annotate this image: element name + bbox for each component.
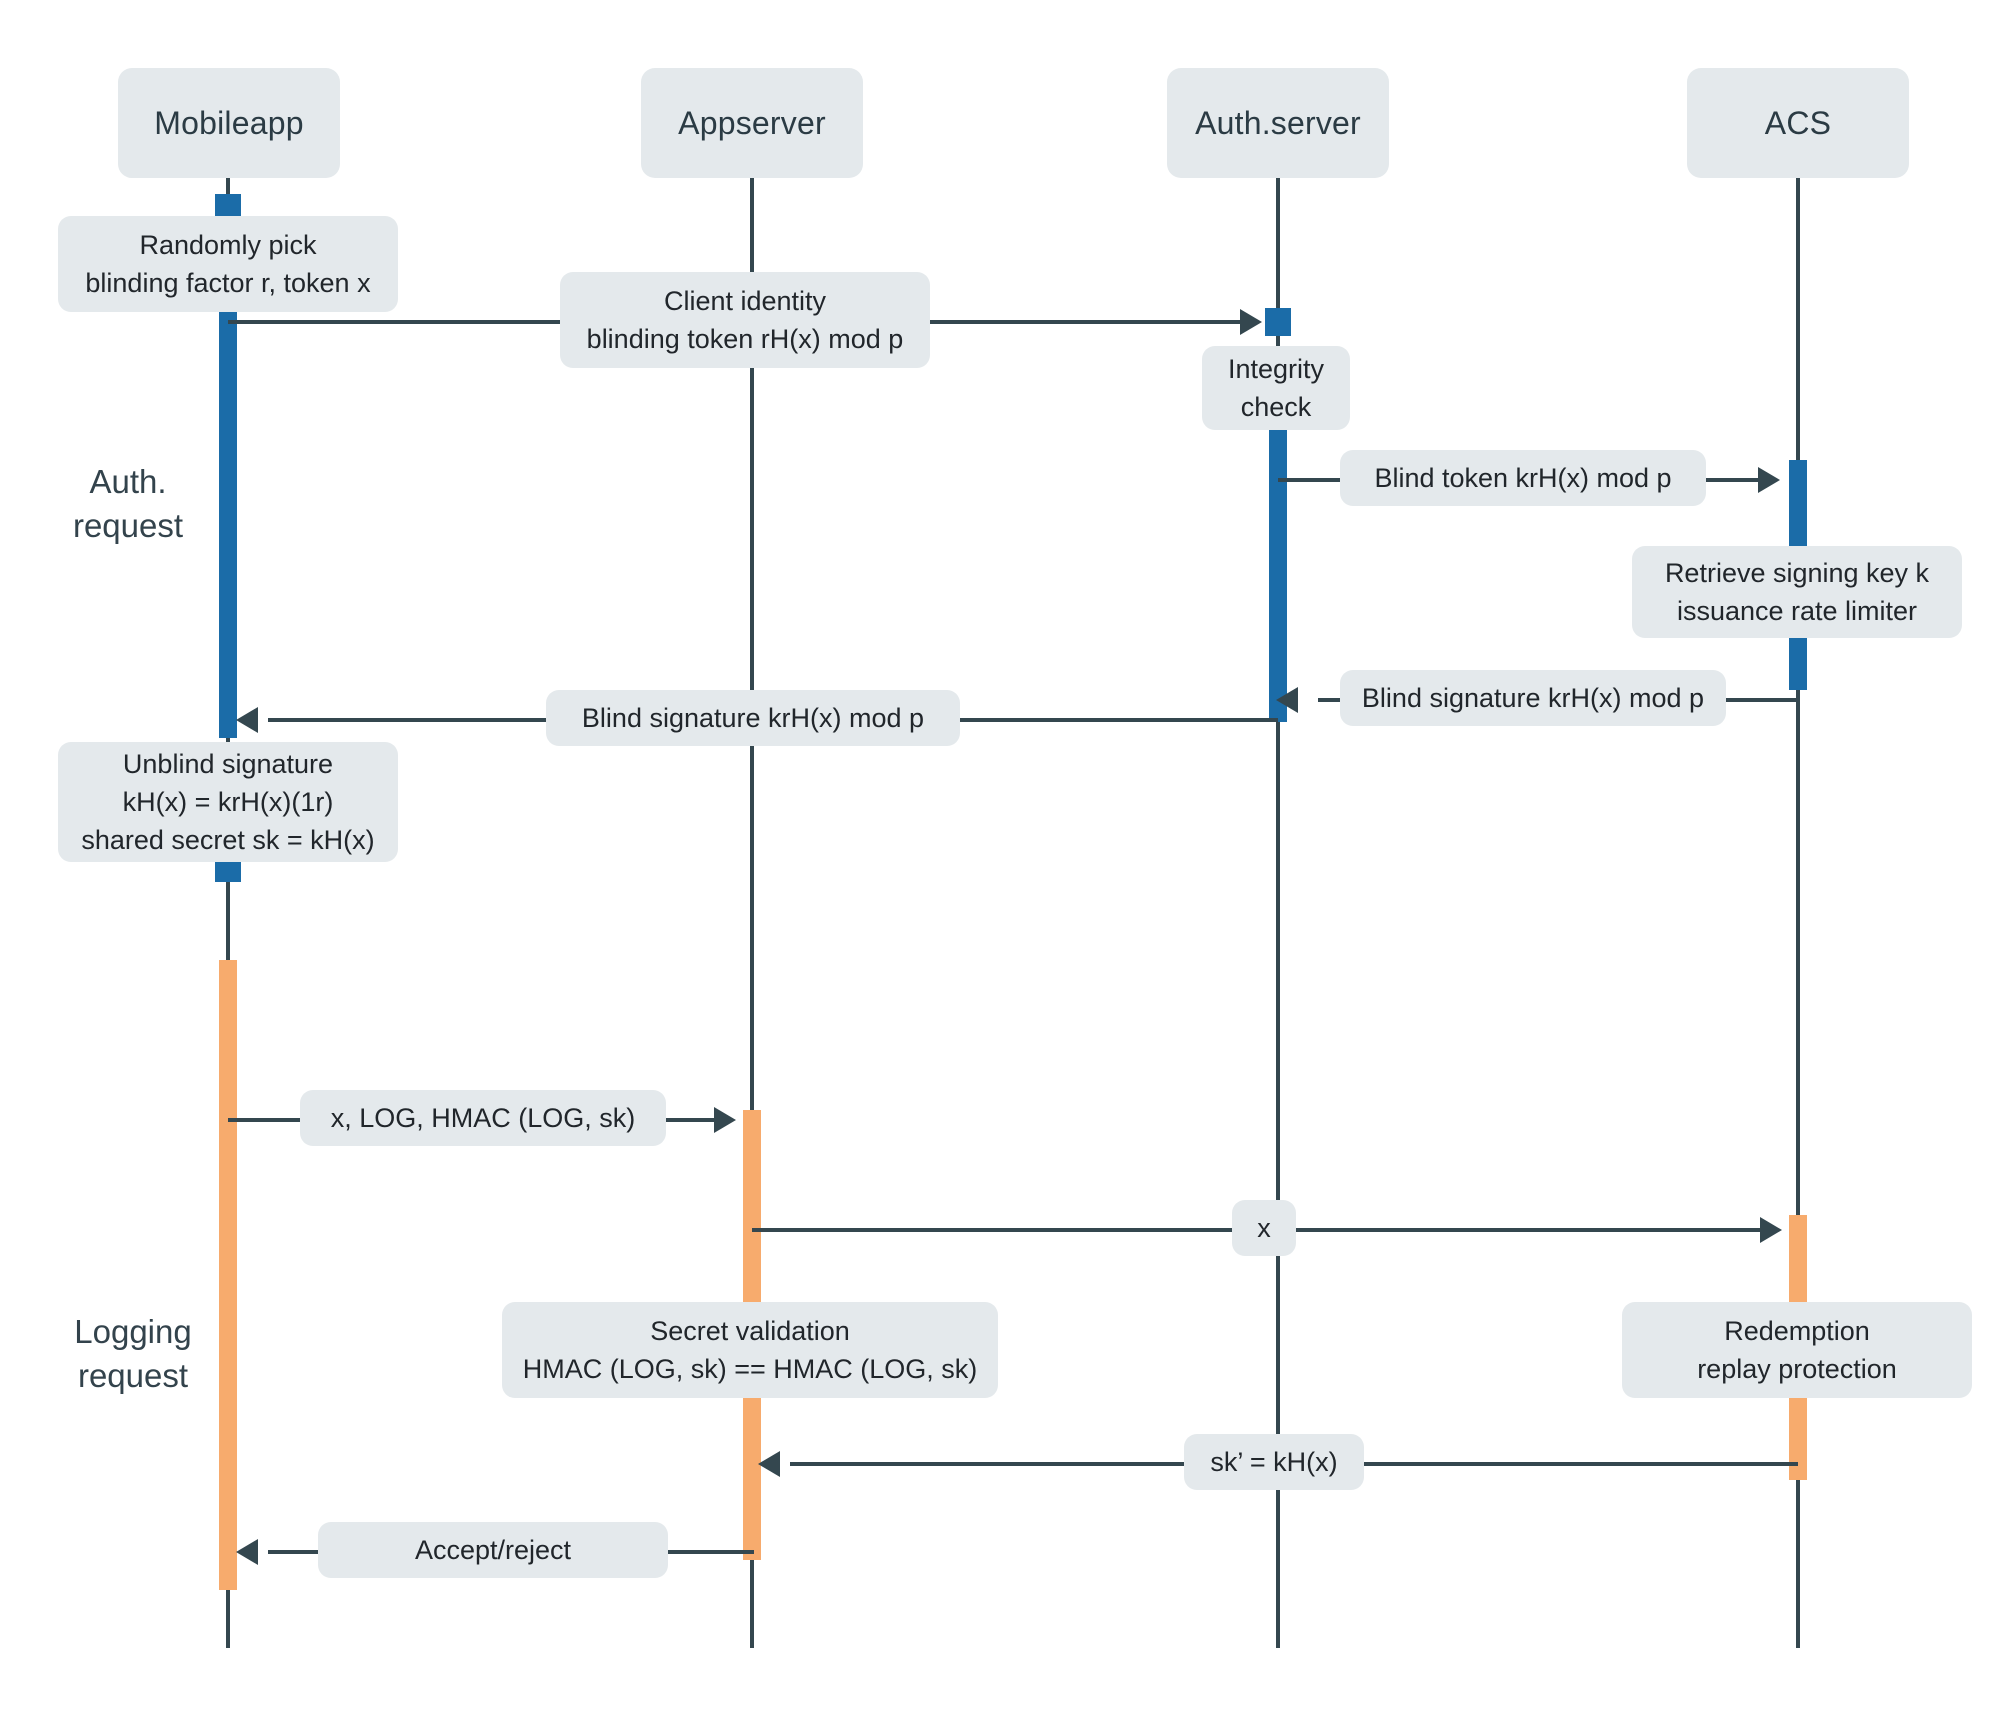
msg-client-identity-line2: blinding token rH(x) mod p [586,324,904,354]
lifeline-app-server [750,148,754,1648]
arrowhead-blind-signature-mobile [236,707,258,733]
msg-label-blind-token[interactable]: Blind token krH(x) mod p [1340,450,1706,506]
phase-label-auth-request: Auth. request [48,460,208,547]
note-unblind-signature-line3: shared secret sk = kH(x) [81,825,375,856]
phase-logging-line1: Logging [74,1313,192,1350]
actor-app-server-line2: server [735,104,826,141]
phase-logging-line2: request [77,1356,189,1394]
actor-auth-server[interactable]: Auth. server [1167,68,1389,178]
activation-mobile-auth [219,308,237,738]
msg-blind-signature-mobile-line1: Blind signature krH(x) mod p [581,702,925,733]
msg-label-accept-reject[interactable]: Accept/reject [318,1522,668,1578]
msg-client-identity-line1: Client identity [663,285,827,316]
msg-label-client-identity[interactable]: Client identity blinding token rH(x) mod… [560,272,930,368]
msg-blind-signature-acs-line1: Blind signature krH(x) mod p [1361,682,1705,713]
note-retrieve-signing-key-line1: Retrieve signing key k [1664,557,1930,588]
actor-mobile-app-line1: Mobile [154,104,250,141]
actor-app-server-line1: App [678,104,736,141]
activation-auth-stub-top [1265,308,1291,336]
msg-label-log-hmac[interactable]: x, LOG, HMAC (LOG, sk) [300,1090,666,1146]
actor-mobile-app[interactable]: Mobile app [118,68,340,178]
arrowhead-token-x [1760,1217,1782,1243]
lifeline-auth-server [1276,148,1280,1648]
actor-app-server[interactable]: App server [641,68,863,178]
phase-auth-line2: request [72,506,184,544]
note-redemption-line1: Redemption [1724,1315,1870,1346]
msg-blind-token-line1: Blind token krH(x) mod p [1374,462,1672,493]
arrowhead-blind-token [1758,467,1780,493]
actor-mobile-app-line2: app [249,104,304,141]
arrowhead-sk-prime [758,1451,780,1477]
arrowhead-blind-signature-acs [1276,687,1298,713]
msg-token-x-line1: x [1257,1212,1271,1243]
msg-label-sk-prime[interactable]: sk’ = kH(x) [1184,1434,1364,1490]
phase-auth-line1: Auth. [89,463,167,500]
note-unblind-signature[interactable]: Unblind signature kH(x) = krH(x)(1r) sha… [58,742,398,862]
msg-accept-reject-line1: Accept/reject [414,1534,572,1565]
lifeline-acs [1796,148,1800,1648]
note-secret-validation-line2: HMAC (LOG, sk) == HMAC (LOG, sk) [522,1354,978,1384]
msg-log-hmac-line1: x, LOG, HMAC (LOG, sk) [330,1102,636,1133]
actor-auth-server-line1: Auth. [1195,104,1271,141]
note-randomly-pick-line2: blinding factor r, token x [85,268,371,298]
note-randomly-pick-line1: Randomly pick [139,229,317,260]
arrowhead-accept-reject [236,1539,258,1565]
msg-sk-prime-line1: sk’ = kH(x) [1210,1446,1338,1477]
activation-mobile-logging [219,960,237,1590]
msg-label-blind-signature-mobile[interactable]: Blind signature krH(x) mod p [546,690,960,746]
note-redemption-line2: replay protection [1697,1354,1897,1384]
actor-acs-line1: ACS [1764,104,1832,141]
activation-auth-main [1269,424,1287,722]
note-retrieve-signing-key[interactable]: Retrieve signing key k issuance rate lim… [1632,546,1962,638]
note-unblind-signature-line1: Unblind signature [122,748,334,779]
note-retrieve-signing-key-line2: issuance rate limiter [1676,596,1918,626]
note-randomly-pick[interactable]: Randomly pick blinding factor r, token x [58,216,398,312]
note-unblind-signature-line2: kH(x) = krH(x)(1r) [122,786,334,817]
note-redemption[interactable]: Redemption replay protection [1622,1302,1972,1398]
msg-label-blind-signature-acs[interactable]: Blind signature krH(x) mod p [1340,670,1726,726]
arrowhead-log-hmac [714,1107,736,1133]
note-secret-validation[interactable]: Secret validation HMAC (LOG, sk) == HMAC… [502,1302,998,1398]
actor-acs[interactable]: ACS [1687,68,1909,178]
msg-label-token-x[interactable]: x [1232,1200,1296,1256]
lifeline-mobile-app [226,148,230,1648]
note-secret-validation-line1: Secret validation [650,1315,850,1346]
actor-auth-server-line2: server [1270,104,1361,141]
arrowhead-client-identity [1240,309,1262,335]
note-integrity-check-line1: Integrity [1227,353,1325,384]
note-integrity-check[interactable]: Integrity check [1202,346,1350,430]
note-integrity-check-line2: check [1240,392,1312,422]
phase-label-logging-request: Logging request [48,1310,218,1397]
